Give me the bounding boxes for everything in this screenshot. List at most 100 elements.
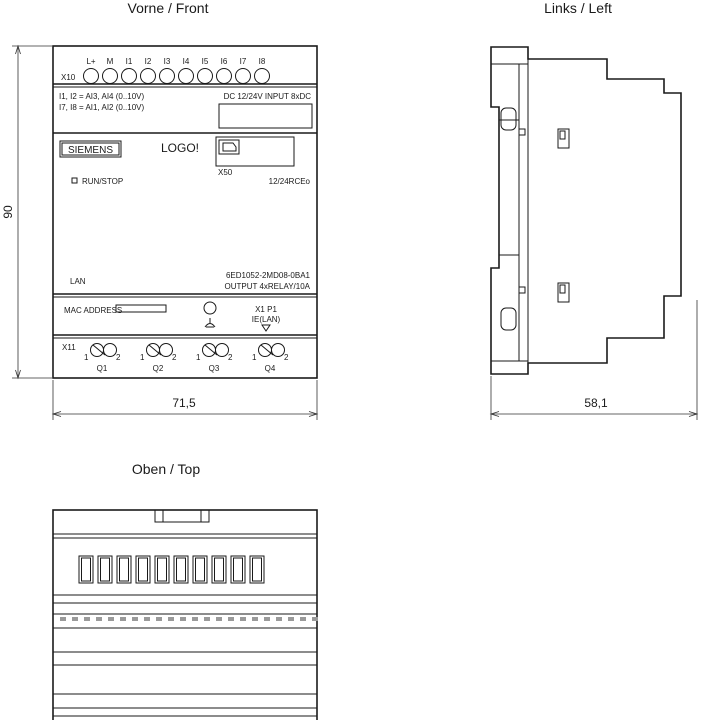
dimension-depth-left: 58,1: [584, 396, 608, 410]
terminal-opening-inner: [214, 557, 224, 582]
vent-mark: [276, 617, 282, 621]
vent-mark: [252, 617, 258, 621]
top-view: [52, 509, 318, 720]
vent-mark: [168, 617, 174, 621]
input-terminal-screw: [216, 68, 232, 84]
input-terminal-label: I8: [259, 57, 266, 66]
output-pin-2-label: 2: [172, 353, 177, 362]
input-terminal-label: I7: [240, 57, 247, 66]
terminal-opening-inner: [252, 557, 262, 582]
left-dimensions: 58,1: [489, 300, 699, 420]
order-number: 6ED1052-2MD08-0BA1: [226, 271, 311, 280]
terminal-label-x10: X10: [61, 73, 76, 82]
slot-label-x50: X50: [218, 168, 233, 177]
input-terminal-screw: [140, 68, 156, 84]
output-terminal-screw: [202, 343, 216, 357]
vent-mark: [300, 617, 306, 621]
input-spec-label: DC 12/24V INPUT 8xDC: [224, 92, 312, 101]
output-terminal-screw: [159, 343, 173, 357]
vent-mark: [132, 617, 138, 621]
run-stop-led: [71, 177, 78, 184]
terminal-opening: [78, 555, 94, 584]
relay-contact-line: [260, 344, 274, 356]
top-vent-marks: [60, 617, 318, 621]
analog-note-1: I1, I2 = AI3, AI4 (0..10V): [59, 92, 145, 101]
vent-mark: [180, 617, 186, 621]
vent-mark: [228, 617, 234, 621]
terminal-opening-inner: [81, 557, 91, 582]
output-pin-1-label: 1: [140, 353, 145, 362]
terminal-opening-inner: [176, 557, 186, 582]
front-view-title: Vorne / Front: [128, 0, 209, 16]
input-terminal-screw: [178, 68, 194, 84]
terminal-opening: [249, 555, 265, 584]
vent-mark: [288, 617, 294, 621]
dimension-height: 90: [1, 205, 15, 219]
vent-mark: [264, 617, 270, 621]
output-label: Q2: [153, 364, 164, 373]
brand-label: SIEMENS: [68, 145, 113, 156]
run-stop-label: RUN/STOP: [82, 177, 123, 186]
expansion-slot: [215, 136, 295, 167]
vent-mark: [144, 617, 150, 621]
relay-contact-line: [148, 344, 162, 356]
input-terminal-screw: [102, 68, 118, 84]
vent-mark: [60, 617, 66, 621]
relay-contact-line: [204, 344, 218, 356]
vent-mark: [72, 617, 78, 621]
relay-contact-line: [92, 344, 106, 356]
mac-address-label: MAC ADDRESS: [64, 306, 122, 315]
input-terminal-label: I3: [164, 57, 171, 66]
input-terminal-screw: [83, 68, 99, 84]
ground-symbol-icon: [204, 318, 216, 328]
output-label: Q1: [97, 364, 108, 373]
ethernet-port-indicator: [203, 301, 217, 315]
front-dimensions: 90 71,5: [1, 44, 319, 420]
vent-mark: [84, 617, 90, 621]
output-terminal-screw: [90, 343, 104, 357]
output-label: Q4: [265, 364, 276, 373]
terminal-opening: [154, 555, 170, 584]
analog-note-2: I7, I8 = AI1, AI2 (0..10V): [59, 103, 145, 112]
output-terminal-screw: [215, 343, 229, 357]
slot-latch: [218, 139, 240, 155]
output-pin-2-label: 2: [116, 353, 121, 362]
terminal-opening: [192, 555, 208, 584]
output-spec-label: OUTPUT 4xRELAY/10A: [224, 282, 310, 291]
label-plate: [218, 103, 313, 129]
input-terminal-label: M: [107, 57, 114, 66]
output-pin-2-label: 2: [284, 353, 289, 362]
input-terminal-label: I2: [145, 57, 152, 66]
output-pin-2-label: 2: [228, 353, 233, 362]
output-pin-1-label: 1: [252, 353, 257, 362]
port-label-ie-lan: IE(LAN): [252, 315, 281, 324]
terminal-opening-inner: [138, 557, 148, 582]
output-terminal-screw: [103, 343, 117, 357]
terminal-opening: [230, 555, 246, 584]
port-label-x1-p1: X1 P1: [255, 305, 277, 314]
terminal-opening-inner: [157, 557, 167, 582]
dimension-width-front: 71,5: [172, 396, 196, 410]
terminal-opening: [116, 555, 132, 584]
mac-address-field: [115, 304, 167, 313]
input-terminal-screw: [235, 68, 251, 84]
top-terminal-openings: [78, 555, 265, 584]
output-label: Q3: [209, 364, 220, 373]
top-view-title: Oben / Top: [132, 461, 200, 477]
vent-mark: [204, 617, 210, 621]
terminal-opening-inner: [100, 557, 110, 582]
terminal-opening-inner: [119, 557, 129, 582]
product-label: LOGO!: [161, 141, 199, 155]
variant-label: 12/24RCEo: [269, 177, 311, 186]
vent-mark: [108, 617, 114, 621]
output-terminal-screw: [271, 343, 285, 357]
output-terminal-screw: [146, 343, 160, 357]
terminal-opening-inner: [195, 557, 205, 582]
terminal-opening: [173, 555, 189, 584]
port-arrow-icon: [261, 324, 271, 332]
vent-mark: [120, 617, 126, 621]
